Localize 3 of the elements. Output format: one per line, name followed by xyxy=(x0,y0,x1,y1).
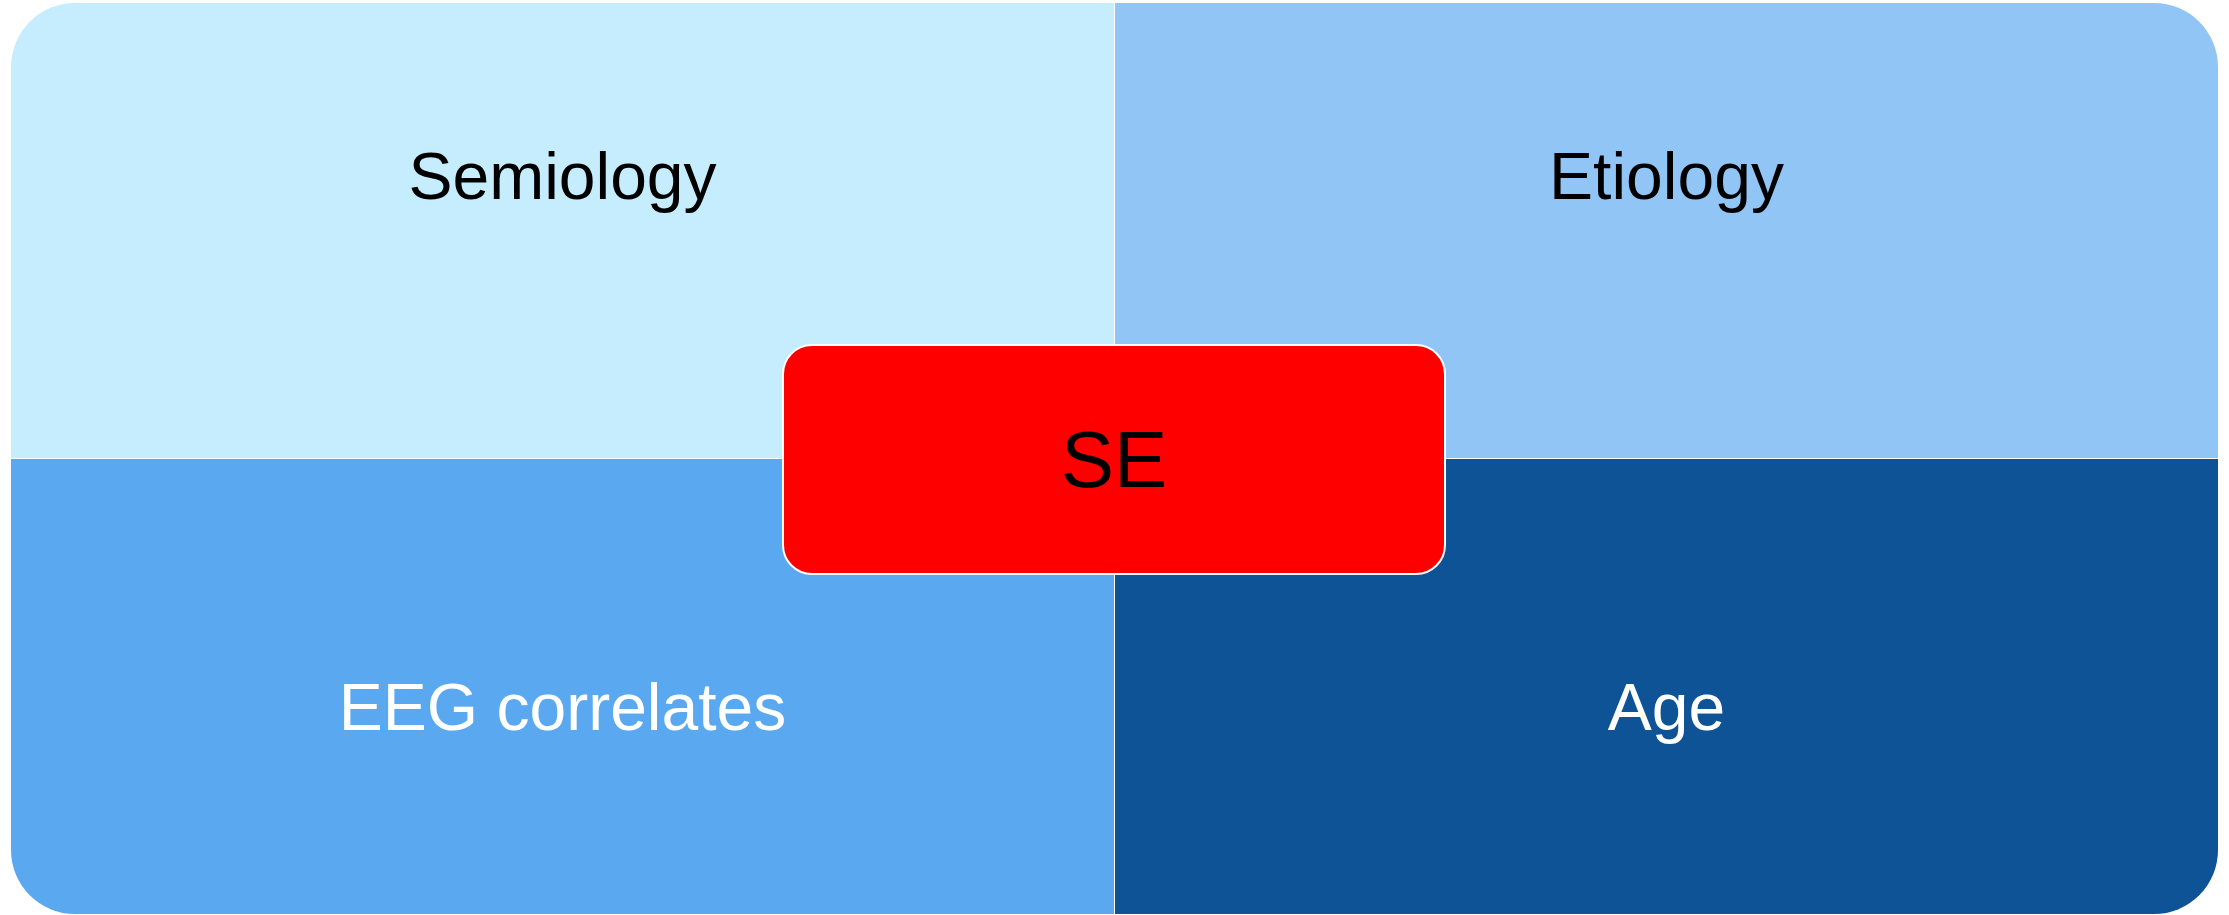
node-label: SE xyxy=(1060,419,1168,500)
node-label: EEG correlates xyxy=(338,674,787,740)
center-box xyxy=(782,344,1446,575)
